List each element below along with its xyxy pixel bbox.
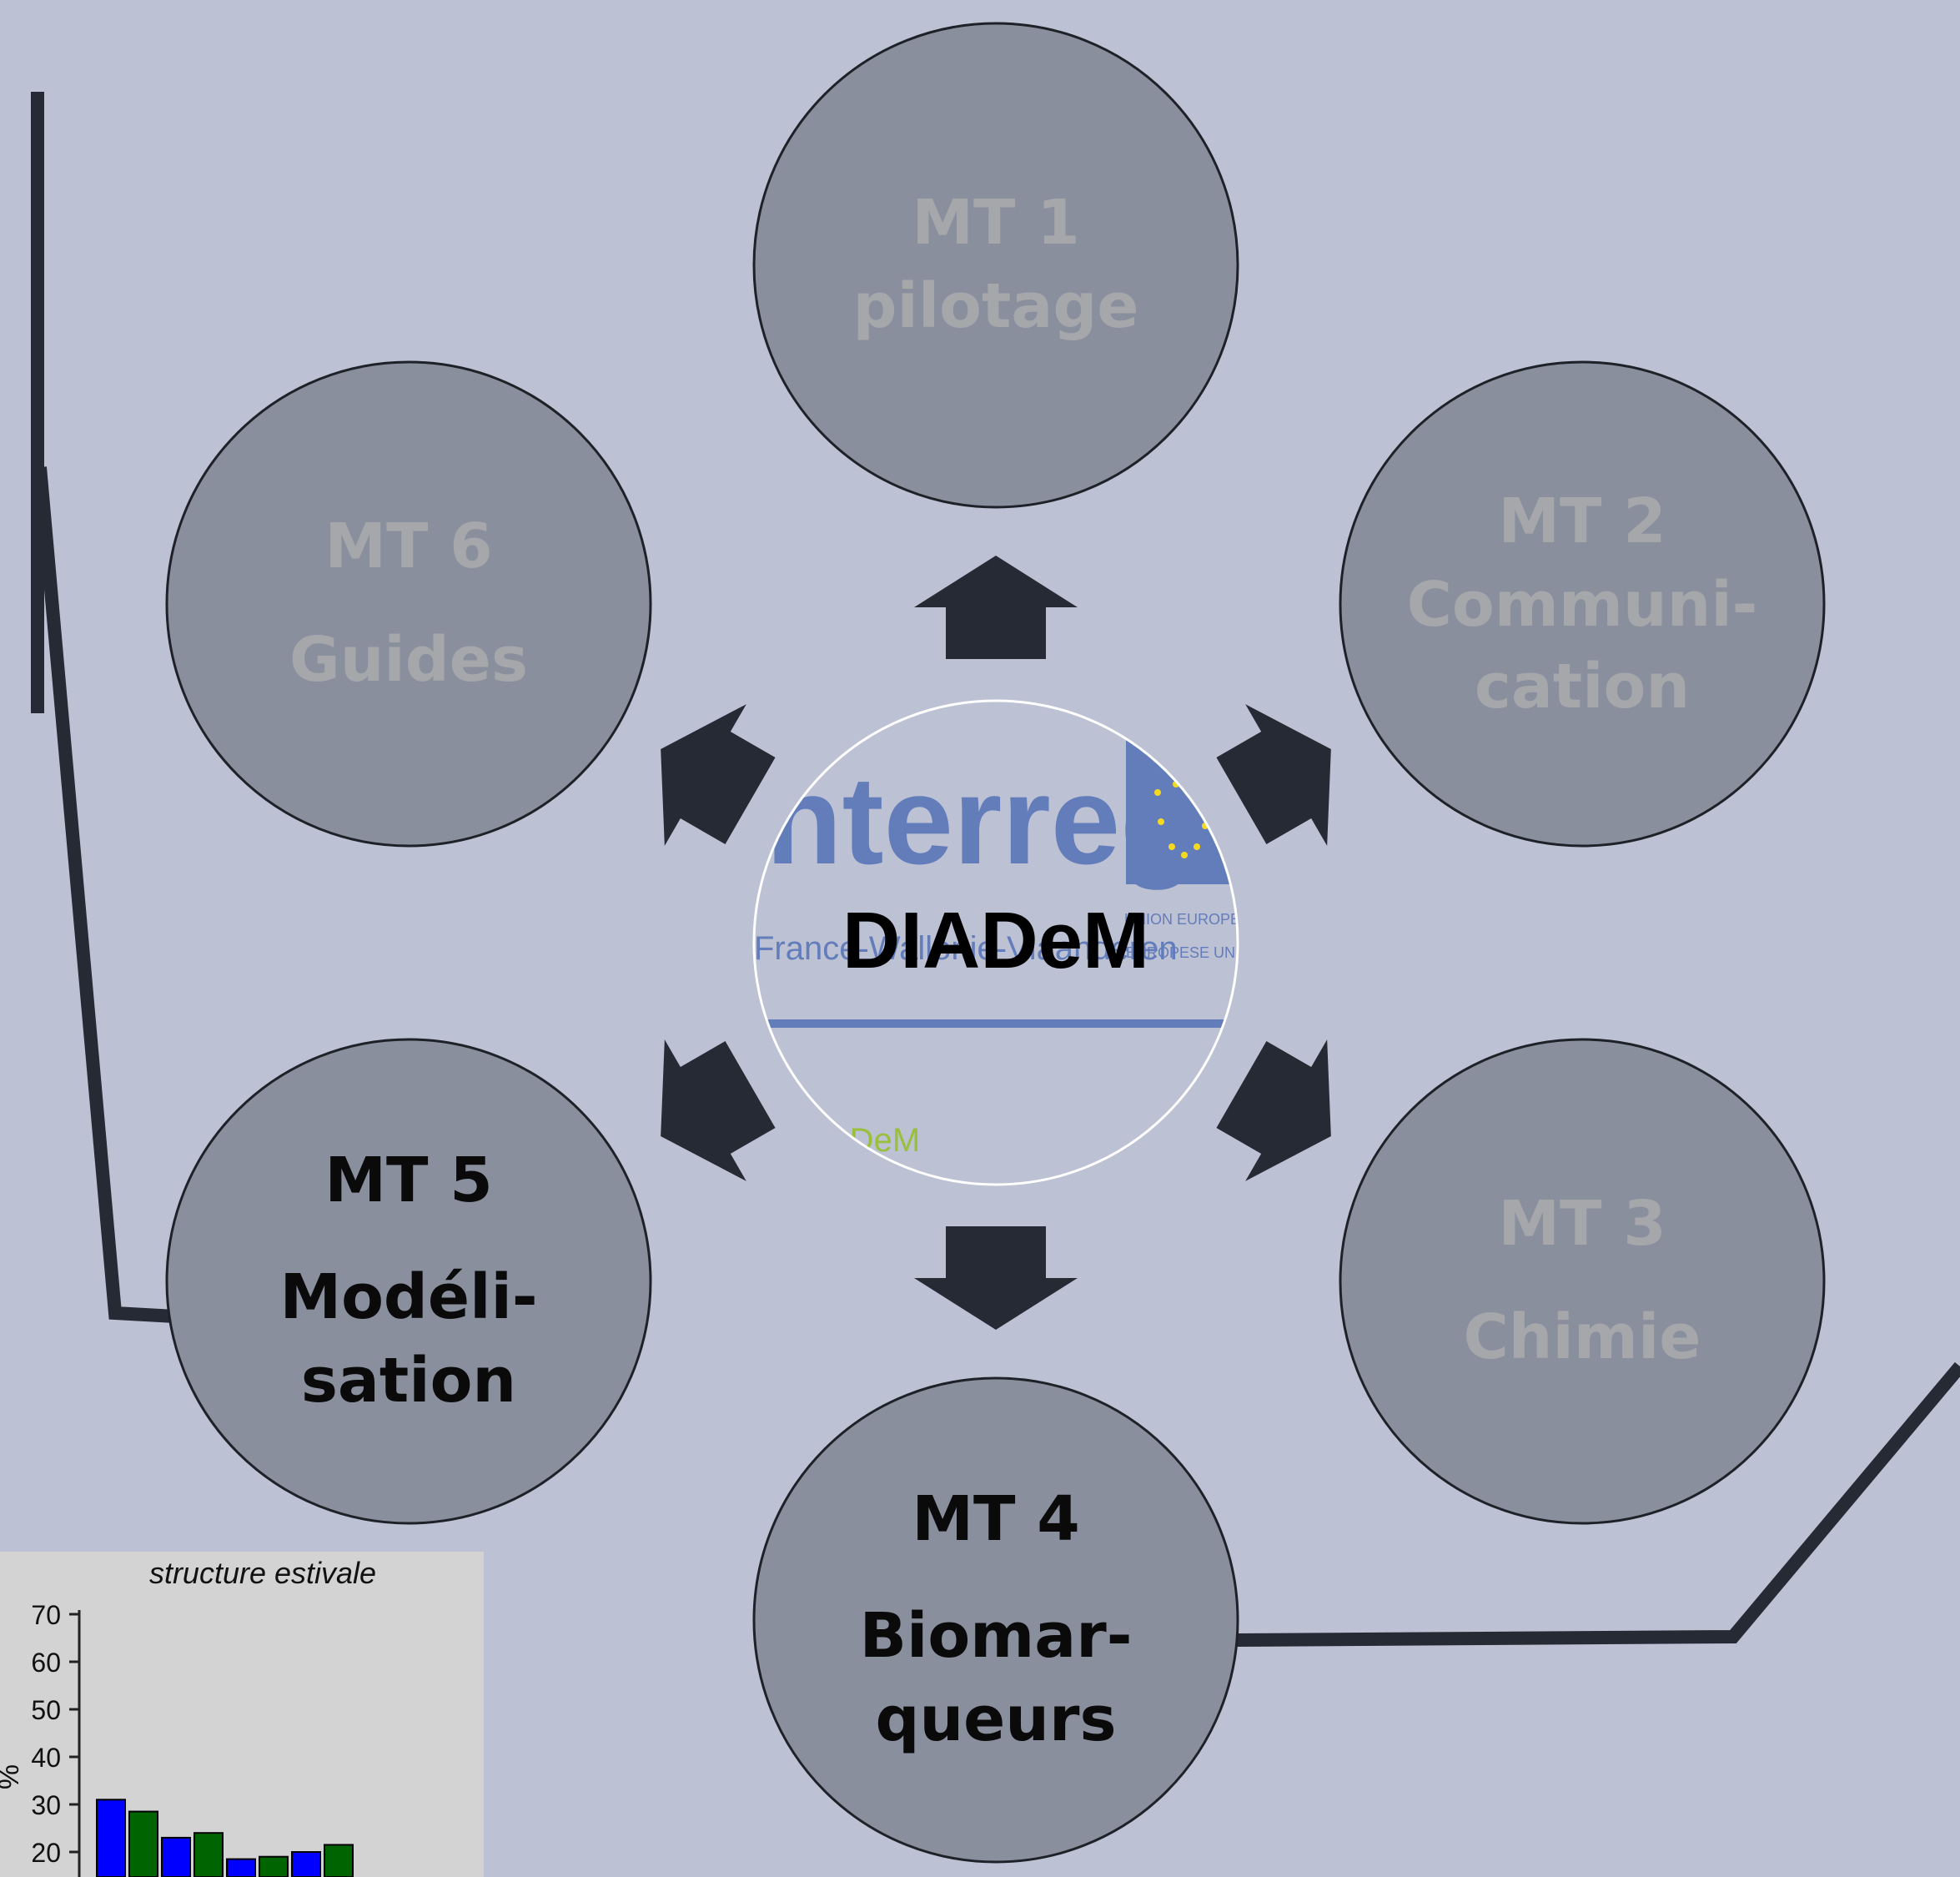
chart-bar: [161, 1836, 191, 1877]
inset-chart: structure estivale % 20 30 40 50 60 70: [0, 1552, 484, 1877]
arrows: [661, 556, 1331, 1330]
node-mt6[interactable]: MT 6 Guides: [165, 360, 652, 848]
arrow-to-mt2-icon: [1216, 704, 1331, 846]
chart-bar: [128, 1810, 158, 1877]
chart-tick-label: 50: [31, 1695, 61, 1725]
mt6-title: MT 6: [324, 511, 492, 582]
chart-bar: [324, 1844, 354, 1877]
chart-bar: [96, 1799, 126, 1877]
chart-title: structure estivale: [149, 1556, 376, 1590]
chart-bars: [96, 1799, 354, 1877]
mt1-title: MT 1: [912, 187, 1079, 259]
mt1-subtitle: pilotage: [852, 270, 1138, 342]
arrow-to-mt3-icon: [1216, 1039, 1331, 1181]
chart-tick-label: 70: [31, 1600, 61, 1630]
mt2-subtitle-line1: Communi-: [1407, 569, 1758, 641]
mt5-title: MT 5: [324, 1145, 492, 1216]
mt3-title: MT 3: [1498, 1188, 1666, 1260]
mt2-subtitle-line2: cation: [1475, 651, 1690, 722]
arrow-to-mt4-icon: [914, 1226, 1078, 1330]
chart-tick-label: 60: [31, 1648, 61, 1678]
arrow-to-mt5-icon: [661, 1039, 776, 1181]
logo-divider: [767, 1019, 1226, 1028]
mt2-title: MT 2: [1498, 486, 1666, 557]
chart-y-label: %: [0, 1764, 25, 1789]
arrow-to-mt6-icon: [661, 704, 776, 846]
node-mt1[interactable]: MT 1 pilotage: [752, 22, 1239, 509]
chart-bar: [193, 1832, 224, 1877]
mt3-subtitle: Chimie: [1463, 1301, 1701, 1373]
chart-ticks: 20 30 40 50 60 70: [31, 1600, 79, 1868]
chart-tick-label: 20: [31, 1838, 61, 1868]
mt6-subtitle: Guides: [289, 624, 528, 696]
chart-bar: [259, 1855, 289, 1877]
center-label: DIADeM: [842, 896, 1149, 985]
right-connector-path: [1235, 1361, 1960, 1647]
chart-bar: [291, 1851, 321, 1877]
logo-eu-nl-text: EUROPESE UNIE: [1126, 944, 1249, 961]
mt4-subtitle-line2: queurs: [875, 1683, 1116, 1755]
node-mt3[interactable]: MT 3 Chimie: [1339, 1038, 1826, 1525]
mt4-subtitle-line1: Biomar-: [860, 1600, 1133, 1672]
chart-tick-label: 30: [31, 1790, 61, 1820]
node-mt4[interactable]: MT 4 Biomar- queurs: [752, 1376, 1239, 1864]
left-connector-path: [33, 466, 176, 1323]
mt5-subtitle-line2: sation: [301, 1345, 516, 1417]
center-node: nterreg France-Wallonie-Vlaanderen UNION…: [752, 699, 1282, 1186]
arrow-to-mt1-icon: [914, 556, 1078, 659]
node-mt5[interactable]: MT 5 Modéli- sation: [165, 1038, 652, 1525]
mt4-title: MT 4: [912, 1483, 1079, 1555]
logo-region-text: France-Wallonie-Vlaanderen: [754, 930, 1178, 967]
logo-interreg-text: nterreg: [766, 750, 1197, 890]
mt5-subtitle-line1: Modéli-: [279, 1261, 537, 1333]
node-mt2[interactable]: MT 2 Communi- cation: [1339, 360, 1826, 848]
chart-bar: [226, 1858, 256, 1877]
chart-background: [0, 1552, 484, 1877]
chart-tick-label: 40: [31, 1743, 61, 1773]
interreg-logo: nterreg France-Wallonie-Vlaanderen UNION…: [754, 738, 1282, 1159]
logo-eu-fr-text: UNION EUROPÉENNE: [1124, 911, 1282, 928]
